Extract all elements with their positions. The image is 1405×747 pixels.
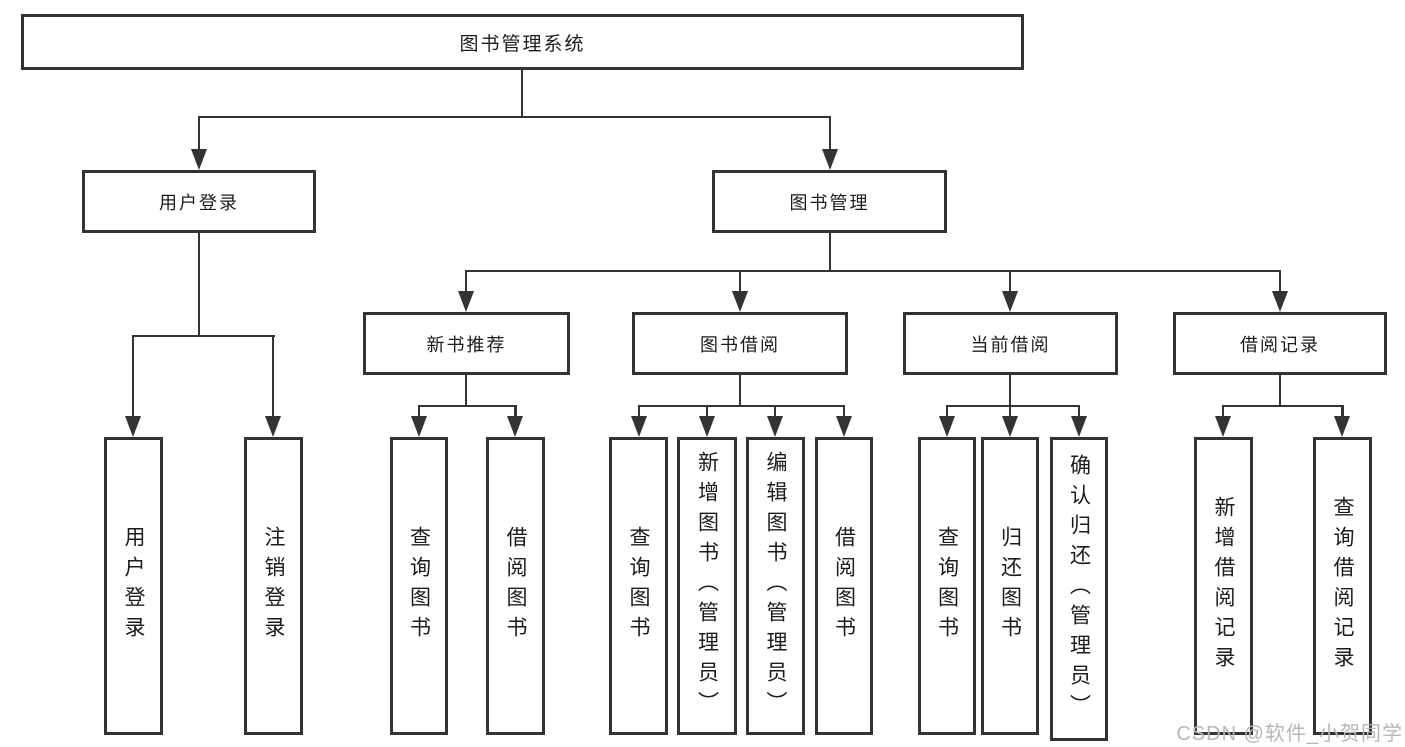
connector-user-login-stem	[197, 233, 201, 337]
node-new-book-recommend-label: 新书推荐	[426, 334, 507, 355]
leaf-query-books-borrowing-label: 查询图书	[627, 526, 650, 646]
connector-new-book-bus	[418, 404, 517, 408]
connector-drop-edit-book	[773, 406, 777, 420]
connector-drop-query-2	[637, 406, 641, 420]
leaf-query-borrow-record: 查询借阅记录	[1313, 437, 1372, 735]
arrowhead-leaf-logout	[265, 416, 281, 437]
connector-current-bus	[946, 404, 1080, 408]
arrowhead-user-login	[191, 149, 207, 170]
arrowhead-return	[1002, 416, 1018, 437]
connector-drop-query-1	[417, 406, 421, 420]
connector-drop-borrowing	[738, 271, 742, 295]
leaf-borrow-books-recommend-label: 借阅图书	[504, 526, 527, 646]
arrowhead-add-book	[699, 416, 715, 437]
leaf-edit-book-admin: 编辑图书（管理员）	[746, 437, 805, 735]
connector-drop-add-book	[705, 406, 709, 420]
leaf-borrow-books-borrowing: 借阅图书	[815, 437, 873, 735]
node-book-borrowing: 图书借阅	[632, 312, 848, 375]
arrowhead-query-1	[411, 416, 427, 437]
node-user-login-module-label: 用户登录	[159, 192, 239, 213]
connector-drop-leaf-login	[131, 336, 135, 420]
connector-drop-query-3	[945, 406, 949, 420]
arrowhead-confirm	[1071, 416, 1087, 437]
arrowhead-book-mgmt	[822, 149, 838, 170]
leaf-add-book-admin-label: 新增图书（管理员）	[695, 451, 719, 721]
leaf-confirm-return-admin: 确认归还（管理员）	[1050, 437, 1108, 741]
arrowhead-query-3	[939, 416, 955, 437]
connector-drop-new-book	[464, 271, 468, 295]
leaf-add-borrow-record: 新增借阅记录	[1194, 437, 1253, 735]
leaf-query-borrow-record-label: 查询借阅记录	[1331, 496, 1354, 676]
csdn-watermark: CSDN @软件_小贺同学	[1176, 723, 1403, 745]
connector-new-book-stem	[464, 375, 468, 407]
connector-root-bus	[198, 115, 831, 119]
connector-drop-book-mgmt	[828, 117, 832, 153]
leaf-query-books-current: 查询图书	[918, 437, 976, 735]
node-library-system-label: 图书管理系统	[459, 33, 586, 55]
arrowhead-query-record	[1334, 416, 1350, 437]
leaf-borrow-books-recommend: 借阅图书	[486, 437, 545, 735]
connector-records-bus	[1222, 404, 1344, 408]
connector-drop-leaf-logout	[271, 336, 275, 420]
arrowhead-add-record	[1215, 416, 1231, 437]
arrowhead-new-book	[458, 291, 474, 312]
leaf-query-books-recommend-label: 查询图书	[407, 526, 431, 646]
leaf-logout-login: 注销登录	[244, 437, 303, 735]
connector-records-stem	[1278, 375, 1282, 407]
node-book-management-label: 图书管理	[789, 192, 870, 213]
connector-drop-query-record	[1341, 406, 1344, 420]
connector-drop-records	[1278, 271, 1282, 295]
arrowhead-records	[1272, 291, 1288, 312]
leaf-confirm-return-admin-label: 确认归还（管理员）	[1067, 454, 1091, 724]
connector-drop-current	[1008, 271, 1012, 295]
leaf-query-books-borrowing: 查询图书	[609, 437, 668, 735]
connector-drop-user-login	[197, 117, 201, 153]
leaf-return-books-label: 归还图书	[998, 526, 1022, 646]
connector-current-stem	[1008, 375, 1012, 407]
connector-user-login-bus	[132, 334, 275, 338]
leaf-query-books-current-label: 查询图书	[935, 526, 959, 646]
leaf-user-login: 用户登录	[104, 437, 163, 735]
leaf-edit-book-admin-label: 编辑图书（管理员）	[764, 451, 787, 721]
arrowhead-query-2	[631, 416, 647, 437]
leaf-add-book-admin: 新增图书（管理员）	[677, 437, 737, 735]
arrowhead-borrow-1	[507, 416, 523, 437]
arrowhead-edit-book	[767, 416, 783, 437]
leaf-add-borrow-record-label: 新增借阅记录	[1212, 496, 1235, 676]
node-book-management: 图书管理	[712, 170, 947, 233]
node-borrowing-records-label: 借阅记录	[1240, 334, 1320, 355]
arrowhead-borrow-2	[836, 416, 852, 437]
leaf-query-books-recommend: 查询图书	[390, 437, 448, 735]
connector-drop-borrow-1	[514, 406, 517, 420]
node-new-book-recommend: 新书推荐	[363, 312, 570, 375]
connector-book-mgmt-stem	[828, 233, 832, 271]
arrowhead-borrowing	[732, 291, 748, 312]
leaf-logout-login-label: 注销登录	[262, 526, 285, 646]
connector-drop-confirm	[1077, 406, 1081, 420]
arrowhead-current	[1002, 291, 1018, 312]
node-current-borrowing-label: 当前借阅	[970, 334, 1051, 355]
connector-book-mgmt-bus	[465, 269, 1281, 273]
leaf-return-books: 归还图书	[981, 437, 1039, 735]
node-user-login-module: 用户登录	[82, 170, 316, 233]
connector-drop-borrow-2	[842, 406, 846, 420]
connector-drop-return	[1008, 406, 1012, 420]
node-library-system: 图书管理系统	[21, 14, 1024, 70]
arrowhead-leaf-login	[125, 416, 141, 437]
connector-borrowing-bus	[638, 404, 845, 408]
connector-root-stem	[520, 69, 524, 117]
leaf-user-login-label: 用户登录	[122, 526, 145, 646]
connector-drop-add-record	[1221, 406, 1225, 420]
node-book-borrowing-label: 图书借阅	[700, 334, 780, 355]
connector-borrowing-stem	[738, 375, 742, 407]
leaf-borrow-books-borrowing-label: 借阅图书	[832, 526, 856, 646]
node-current-borrowing: 当前借阅	[903, 312, 1118, 375]
node-borrowing-records: 借阅记录	[1173, 312, 1387, 375]
